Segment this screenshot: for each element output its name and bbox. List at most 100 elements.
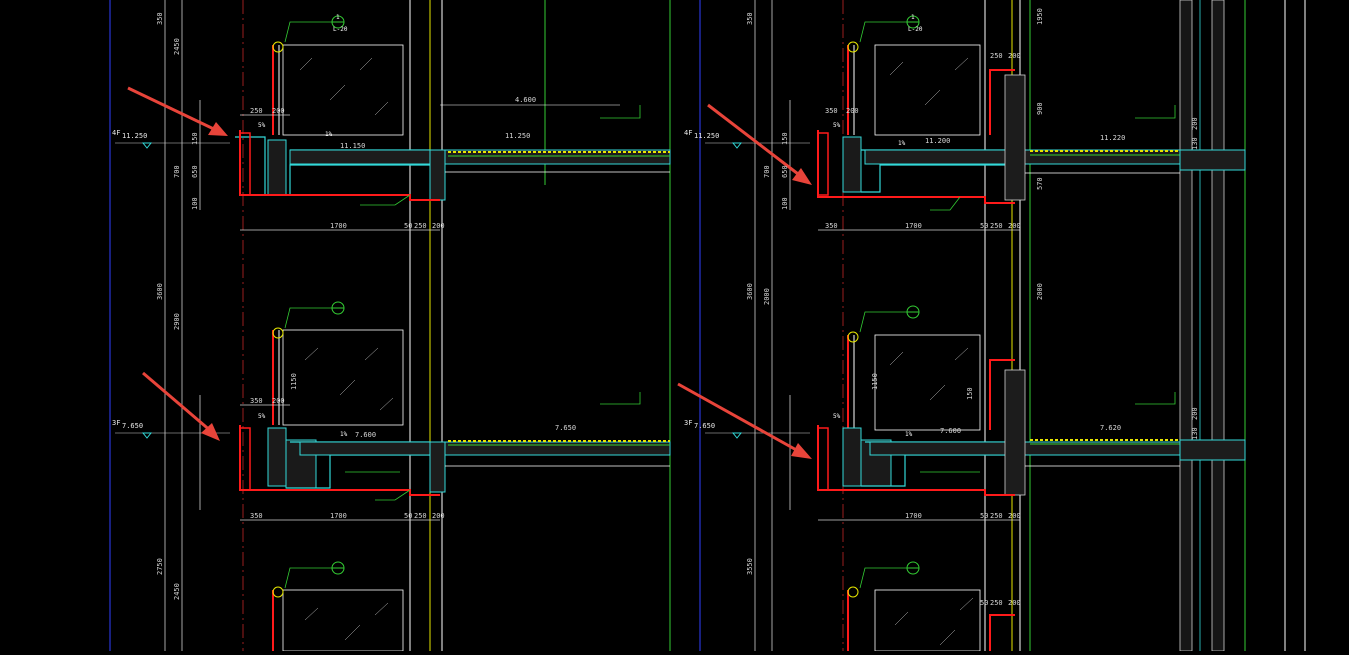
left-hdim-1700: 1700 xyxy=(330,222,347,230)
right-hdim-200: 200 xyxy=(1008,222,1021,230)
right-vdim-3600: 3600 xyxy=(746,283,754,300)
left-vdim-2450b: 2450 xyxy=(173,583,181,600)
left-hdim-1700-3f: 1700 xyxy=(330,512,347,520)
left-window-hinge-2 xyxy=(272,327,284,339)
left-slab-level-3f: 7.600 xyxy=(355,431,376,439)
right-wall-130b: 130 xyxy=(1191,427,1199,440)
right-room-level-3f: 7.620 xyxy=(1100,424,1121,432)
right-slope-1pct-4f: 1% xyxy=(898,140,906,147)
right-vdim-570: 570 xyxy=(1036,177,1044,190)
right-glass-panel-2 xyxy=(874,334,981,431)
right-leaders xyxy=(859,21,1176,589)
right-level-value-4f: 11.250 xyxy=(694,132,719,140)
right-parapet-4f xyxy=(989,69,1015,135)
left-vdim-2750: 2750 xyxy=(156,558,164,575)
left-room-level-3f: 7.650 xyxy=(555,424,576,432)
left-glass-hatch xyxy=(299,57,394,641)
right-hdim-250: 250 xyxy=(990,222,1003,230)
left-section xyxy=(109,0,671,652)
right-hdim-250-top: 250 xyxy=(990,52,1003,60)
left-hdim-350-3f: 350 xyxy=(250,512,263,520)
left-room-level-4f: 11.250 xyxy=(505,132,530,140)
left-beam-level: 4.600 xyxy=(515,96,536,104)
right-annotation-arrows xyxy=(677,103,812,459)
left-level-value-4f: 11.250 xyxy=(122,132,147,140)
left-level-triangle-3f xyxy=(141,432,153,439)
left-hdim-250b: 250 xyxy=(414,222,427,230)
left-window-hinge-3 xyxy=(272,586,284,598)
right-vdim-2000b: 2000 xyxy=(1036,283,1044,300)
left-vdim-1150: 1150 xyxy=(290,373,298,390)
left-window-callouts xyxy=(331,15,345,575)
right-slab-level-4f: 11.200 xyxy=(925,137,950,145)
right-glass-hatch xyxy=(889,57,974,646)
left-vdim-2450: 2450 xyxy=(173,38,181,55)
right-hdim-50: 50 xyxy=(980,222,988,230)
left-vdim-150: 150 xyxy=(191,132,199,145)
left-glass-panel-2 xyxy=(282,329,404,426)
right-window-hinge-3 xyxy=(847,586,859,598)
right-level-tag-4f: 4F xyxy=(684,129,692,137)
right-wall-200b: 200 xyxy=(1191,407,1199,420)
right-level-triangle-3f xyxy=(731,432,743,439)
right-wall-200: 200 xyxy=(1191,117,1199,130)
right-parapet-top xyxy=(989,614,1015,651)
right-text: 4F 11.250 3F 7.650 11.200 11.220 7.600 7… xyxy=(684,8,1199,607)
right-vdim-150b: 150 xyxy=(966,387,974,400)
left-hdim-200-3f: 200 xyxy=(432,512,445,520)
left-slab-4f xyxy=(235,130,671,201)
left-level-tag-4f: 4F xyxy=(112,129,120,137)
right-hdim-350: 350 xyxy=(825,222,838,230)
right-vdim-1950: 1950 xyxy=(1036,8,1044,25)
left-vdim-700: 700 xyxy=(173,165,181,178)
right-hdim-1700: 1700 xyxy=(905,222,922,230)
right-vdim-350: 350 xyxy=(746,12,754,25)
right-slope-5pct-3f: 5% xyxy=(833,413,841,420)
right-room-level-4f: 11.220 xyxy=(1100,134,1125,142)
right-hdim-250-bottom: 250 xyxy=(990,599,1003,607)
left-level-value-3f: 7.650 xyxy=(122,422,143,430)
right-section xyxy=(677,0,1306,652)
left-hdim-250-3f: 250 xyxy=(414,512,427,520)
right-parapet-3f xyxy=(989,359,1015,430)
left-level-triangle-4f xyxy=(141,142,153,149)
right-slope-1pct-3f: 1% xyxy=(905,431,913,438)
left-slab-3f xyxy=(239,425,671,496)
left-glass-panel-1 xyxy=(282,44,404,136)
left-hdim-250: 250 xyxy=(250,107,263,115)
left-vdim-2900: 2900 xyxy=(173,313,181,330)
left-slab-level-4f: 11.150 xyxy=(340,142,365,150)
right-vdim-1150: 1150 xyxy=(871,373,879,390)
left-annotation-arrows xyxy=(127,86,228,441)
left-hdim-50-3f: 50 xyxy=(404,512,412,520)
right-party-wall xyxy=(1179,0,1193,652)
right-window-hinge-1 xyxy=(847,41,859,53)
right-level-triangle-4f xyxy=(731,142,743,149)
right-hdim-250-3f: 250 xyxy=(990,512,1003,520)
right-slope-5pct-4f: 5% xyxy=(833,122,841,129)
right-hdim-50-3f: 50 xyxy=(980,512,988,520)
left-level-tag-3f: 3F xyxy=(112,419,120,427)
right-vdim-3550: 3550 xyxy=(746,558,754,575)
left-hdim-200b: 200 xyxy=(432,222,445,230)
left-vdim-100: 100 xyxy=(191,197,199,210)
left-vdim-650: 650 xyxy=(191,165,199,178)
right-vdim-150: 150 xyxy=(781,132,789,145)
left-hdim-350-top: 350 xyxy=(250,397,263,405)
left-callout-number: 1 xyxy=(336,14,340,21)
left-glass-panel-3 xyxy=(282,589,404,652)
left-window-hinge-1 xyxy=(272,41,284,53)
right-level-value-3f: 7.650 xyxy=(694,422,715,430)
right-glass-panel-1 xyxy=(874,44,981,136)
right-vdim-100: 100 xyxy=(781,197,789,210)
right-vdim-2000: 2000 xyxy=(763,288,771,305)
right-glass-panel-3 xyxy=(874,589,981,652)
right-slab-level-3f: 7.600 xyxy=(940,427,961,435)
left-callout-ref: L-20 xyxy=(333,26,348,33)
left-hdim-200: 200 xyxy=(272,107,285,115)
right-vdim-650: 650 xyxy=(781,165,789,178)
left-slope-5pct-3f: 5% xyxy=(258,413,266,420)
left-slope-1pct-4f: 1% xyxy=(325,131,333,138)
